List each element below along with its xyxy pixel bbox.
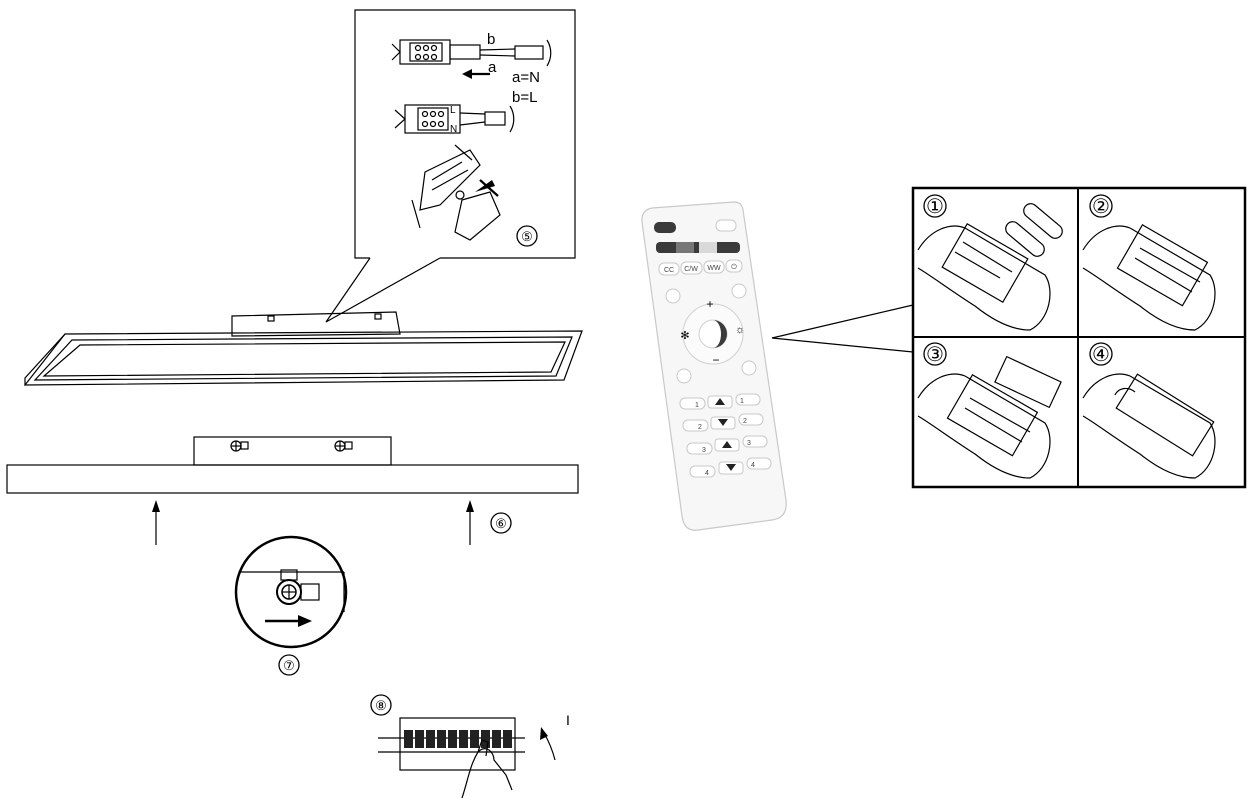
svg-text:CC: CC: [664, 267, 674, 274]
connector-terminal-top: [391, 39, 552, 79]
svg-text:3: 3: [747, 440, 751, 447]
svg-text:C/W: C/W: [684, 266, 698, 273]
svg-text:1: 1: [740, 398, 744, 405]
battery-step-4-number: ④: [1092, 344, 1110, 366]
step7-number: ⑦: [283, 658, 295, 673]
arrow-switch-up-icon: [540, 727, 548, 740]
dial-plus: +: [706, 297, 713, 311]
battery-step-2-number: ②: [1092, 196, 1110, 218]
step8-number: ⑧: [375, 698, 387, 713]
snowflake-icon: ✻: [680, 330, 689, 342]
panel-light-perspective: [23, 311, 583, 386]
connector-terminal-closing: [411, 144, 501, 241]
breaker-switches: [404, 730, 512, 748]
circuit-breaker-panel: ⑧ I: [370, 694, 570, 799]
step5-detail-box: b a a=N b=L L N: [325, 9, 576, 323]
battery-step-1: ①: [917, 194, 1063, 331]
screw-icon-right: [334, 440, 353, 452]
arrow-right-icon: [298, 615, 312, 627]
label-b: b: [487, 31, 495, 48]
label-a: a: [488, 59, 497, 76]
battery-step-3: ③: [917, 342, 1062, 479]
svg-text:1: 1: [695, 402, 699, 409]
battery-step-4: ④: [1082, 342, 1216, 479]
screw-icon-left: [230, 440, 249, 452]
remote-color-bar: [656, 242, 740, 253]
sun-icon: ☼: [735, 324, 745, 336]
switch-on-label: I: [566, 712, 570, 728]
panel-side-view: ⑥: [6, 436, 579, 545]
legend-b-l: b=L: [512, 89, 537, 106]
arrow-up-icon-right: [466, 500, 474, 512]
dial-minus: −: [712, 353, 719, 367]
svg-text:4: 4: [705, 470, 709, 477]
svg-text:2: 2: [698, 424, 702, 431]
svg-text:4: 4: [751, 462, 755, 469]
connector-terminal-middle: [394, 104, 515, 134]
svg-text:⏻: ⏻: [731, 263, 737, 271]
remote-mode-row: CC C/W WW ⏻: [658, 259, 743, 276]
svg-text:3: 3: [702, 447, 706, 454]
remote-dial: + − ✻ ☼: [680, 297, 745, 367]
step5-number: ⑤: [521, 229, 533, 244]
legend-a-n: a=N: [512, 69, 540, 86]
label-L: L: [450, 105, 456, 116]
arrow-up-icon-left: [152, 500, 160, 512]
label-N: N: [450, 124, 457, 135]
battery-step-2: ②: [1082, 194, 1216, 331]
remote-power-small-button: [715, 219, 737, 232]
battery-instruction-grid: ① ② ③ ④: [911, 186, 1247, 489]
remote-control: CC C/W WW ⏻ + − ✻ ☼ 1 1: [641, 201, 914, 531]
remote-memory-rows: 1 1 2 2 3 3 4 4: [679, 393, 772, 478]
screw-slide-zoom: ⑦: [234, 535, 348, 676]
battery-step-3-number: ③: [926, 344, 944, 366]
step6-number: ⑥: [495, 516, 507, 531]
svg-text:WW: WW: [707, 265, 721, 272]
remote-top-dark-button: [654, 222, 676, 233]
svg-text:2: 2: [743, 418, 747, 425]
battery-step-1-number: ①: [926, 196, 944, 218]
